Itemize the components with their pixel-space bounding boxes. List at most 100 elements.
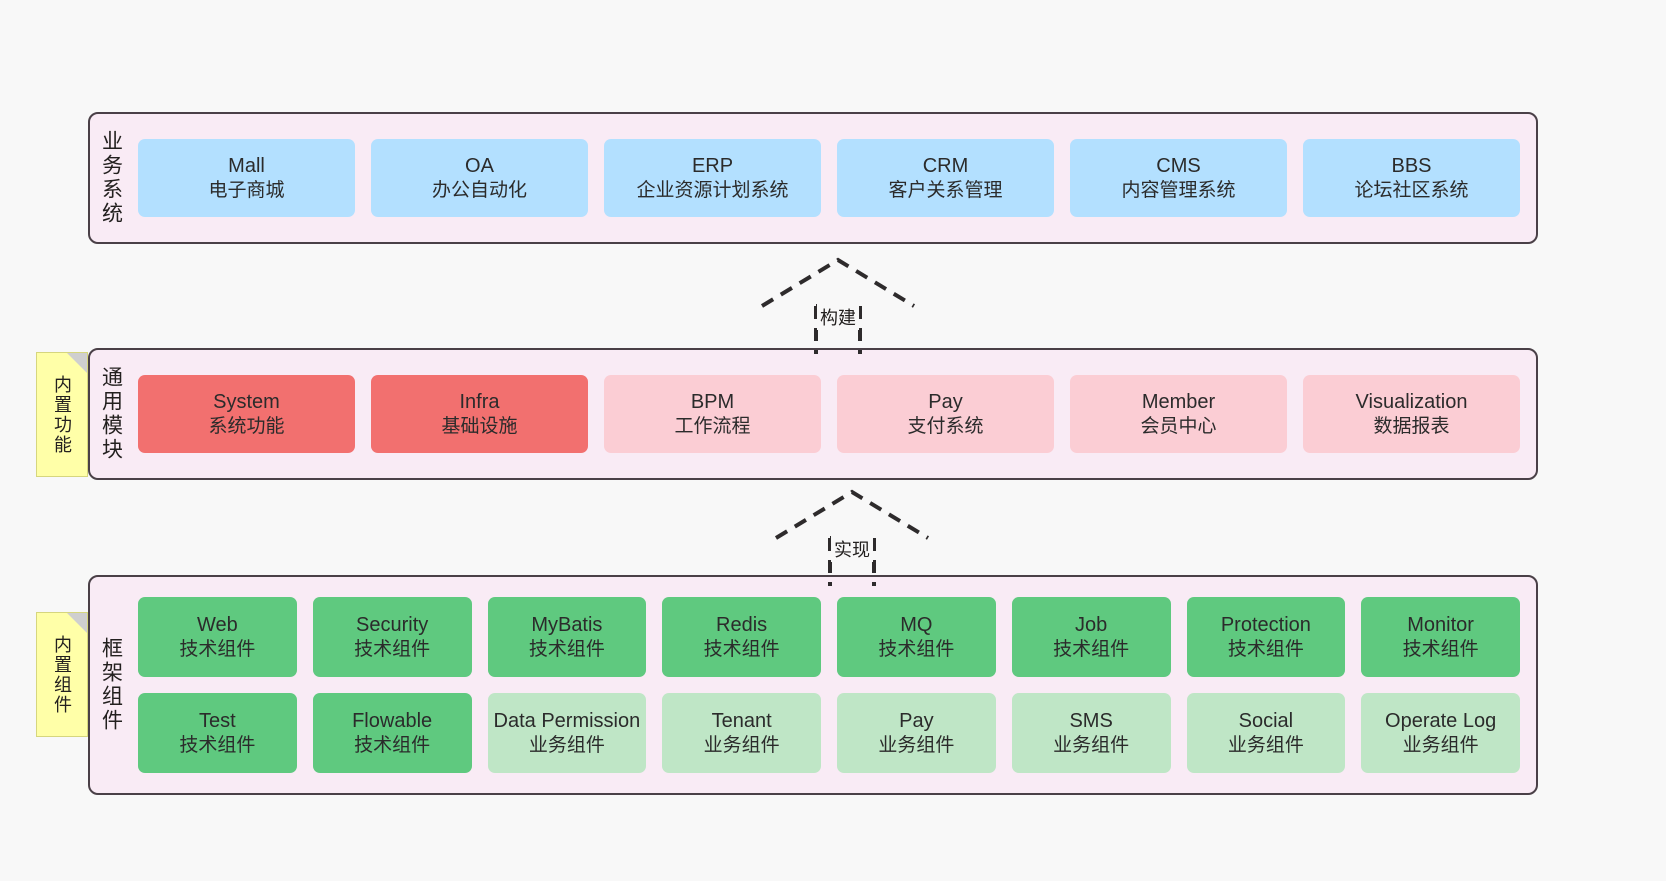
card-title: Infra — [459, 390, 500, 413]
card-operate-log[interactable]: Operate Log 业务组件 — [1361, 693, 1520, 773]
card-title: Redis — [716, 613, 768, 636]
card-title: Monitor — [1407, 613, 1474, 636]
card-pay-component[interactable]: Pay 业务组件 — [837, 693, 996, 773]
card-row: Mall 电子商城 OA 办公自动化 ERP 企业资源计划系统 CRM 客户关系… — [138, 139, 1520, 217]
card-title: Visualization — [1355, 390, 1468, 413]
layer-common-modules: 通用模块 System 系统功能 Infra 基础设施 BPM 工作流程 Pay… — [88, 348, 1538, 480]
card-bbs[interactable]: BBS 论坛社区系统 — [1303, 139, 1520, 217]
card-title: Flowable — [352, 709, 433, 732]
card-subtitle: 办公自动化 — [431, 179, 527, 201]
card-row: System 系统功能 Infra 基础设施 BPM 工作流程 Pay 支付系统… — [138, 375, 1520, 453]
connector-build: 构建 — [748, 254, 928, 354]
card-subtitle: 技术组件 — [179, 734, 256, 756]
card-title: Mall — [228, 154, 265, 177]
card-title: MQ — [900, 613, 933, 636]
card-title: Security — [356, 613, 429, 636]
arrow-head-open-triangle — [774, 489, 930, 540]
card-subtitle: 工作流程 — [674, 415, 751, 437]
card-title: CMS — [1156, 154, 1201, 177]
card-title: Web — [196, 613, 238, 636]
card-crm[interactable]: CRM 客户关系管理 — [837, 139, 1054, 217]
card-visualization[interactable]: Visualization 数据报表 — [1303, 375, 1520, 453]
card-subtitle: 业务组件 — [1402, 734, 1479, 756]
layer-business-systems-label: 业务系统 — [99, 130, 123, 226]
card-subtitle: 业务组件 — [1053, 734, 1130, 756]
note-builtin-components-label: 内置组件 — [52, 634, 72, 715]
card-mall[interactable]: Mall 电子商城 — [138, 139, 355, 217]
card-subtitle: 业务组件 — [878, 734, 955, 756]
card-title: CRM — [922, 154, 969, 177]
card-title: Protection — [1220, 613, 1311, 636]
card-subtitle: 论坛社区系统 — [1354, 179, 1469, 201]
card-monitor[interactable]: Monitor 技术组件 — [1361, 597, 1520, 677]
card-subtitle: 技术组件 — [354, 638, 431, 660]
card-bpm[interactable]: BPM 工作流程 — [604, 375, 821, 453]
card-subtitle: 业务组件 — [1227, 734, 1304, 756]
card-job[interactable]: Job 技术组件 — [1011, 597, 1171, 677]
note-builtin-features-label: 内置功能 — [52, 374, 72, 455]
card-subtitle: 企业资源计划系统 — [636, 179, 789, 201]
card-test[interactable]: Test 技术组件 — [138, 693, 297, 773]
card-infra[interactable]: Infra 基础设施 — [371, 375, 588, 453]
card-subtitle: 业务组件 — [528, 734, 605, 756]
card-subtitle: 技术组件 — [703, 638, 780, 660]
card-member[interactable]: Member 会员中心 — [1070, 375, 1287, 453]
card-title: Job — [1075, 613, 1108, 636]
card-title: Pay — [899, 709, 934, 732]
card-web[interactable]: Web 技术组件 — [138, 597, 297, 677]
card-flowable[interactable]: Flowable 技术组件 — [312, 693, 472, 773]
card-subtitle: 技术组件 — [1402, 638, 1479, 660]
card-mybatis[interactable]: MyBatis 技术组件 — [487, 597, 647, 677]
note-builtin-components: 内置组件 — [36, 612, 88, 737]
card-social[interactable]: Social 业务组件 — [1186, 693, 1346, 773]
connector-build-label: 构建 — [817, 304, 859, 330]
card-subtitle: 系统功能 — [208, 415, 285, 437]
card-title: Pay — [928, 390, 963, 413]
card-subtitle: 内容管理系统 — [1121, 179, 1236, 201]
card-subtitle: 技术组件 — [179, 638, 256, 660]
card-subtitle: 技术组件 — [1053, 638, 1130, 660]
connector-realize: 实现 — [762, 486, 942, 586]
card-subtitle: 技术组件 — [1227, 638, 1304, 660]
layer-framework-components-label: 框架组件 — [99, 637, 123, 733]
card-row: Test 技术组件 Flowable 技术组件 Data Permission … — [138, 693, 1520, 773]
card-tenant[interactable]: Tenant 业务组件 — [662, 693, 821, 773]
card-title: Member — [1141, 390, 1216, 413]
card-row: Web 技术组件 Security 技术组件 MyBatis 技术组件 Redi… — [138, 597, 1520, 677]
arrow-head-open-triangle — [760, 257, 916, 308]
layer-common-modules-label: 通用模块 — [99, 366, 123, 462]
layer-business-systems-body: Mall 电子商城 OA 办公自动化 ERP 企业资源计划系统 CRM 客户关系… — [132, 114, 1536, 242]
card-subtitle: 数据报表 — [1373, 415, 1450, 437]
card-title: BPM — [690, 390, 735, 413]
card-title: System — [213, 390, 280, 413]
card-erp[interactable]: ERP 企业资源计划系统 — [604, 139, 821, 217]
card-sms[interactable]: SMS 业务组件 — [1011, 693, 1171, 773]
card-subtitle: 业务组件 — [703, 734, 780, 756]
card-cms[interactable]: CMS 内容管理系统 — [1070, 139, 1287, 217]
card-subtitle: 客户关系管理 — [888, 179, 1003, 201]
card-pay-module[interactable]: Pay 支付系统 — [837, 375, 1054, 453]
card-subtitle: 技术组件 — [354, 734, 431, 756]
card-data-permission[interactable]: Data Permission 业务组件 — [487, 693, 647, 773]
card-oa[interactable]: OA 办公自动化 — [371, 139, 588, 217]
card-title: Test — [199, 709, 236, 732]
card-title: MyBatis — [531, 613, 603, 636]
card-subtitle: 技术组件 — [878, 638, 955, 660]
card-title: OA — [465, 154, 494, 177]
card-protection[interactable]: Protection 技术组件 — [1186, 597, 1346, 677]
card-title: Tenant — [711, 709, 772, 732]
card-redis[interactable]: Redis 技术组件 — [662, 597, 821, 677]
card-mq[interactable]: MQ 技术组件 — [837, 597, 996, 677]
layer-common-modules-body: System 系统功能 Infra 基础设施 BPM 工作流程 Pay 支付系统… — [132, 350, 1536, 478]
connector-realize-label: 实现 — [831, 536, 873, 562]
card-system[interactable]: System 系统功能 — [138, 375, 355, 453]
card-title: SMS — [1069, 709, 1113, 732]
card-subtitle: 基础设施 — [441, 415, 518, 437]
card-subtitle: 电子商城 — [208, 179, 285, 201]
note-builtin-features: 内置功能 — [36, 352, 88, 477]
card-subtitle: 技术组件 — [528, 638, 605, 660]
layer-framework-components: 框架组件 Web 技术组件 Security 技术组件 MyBatis 技术组件… — [88, 575, 1538, 795]
card-security[interactable]: Security 技术组件 — [312, 597, 472, 677]
card-title: ERP — [691, 154, 734, 177]
